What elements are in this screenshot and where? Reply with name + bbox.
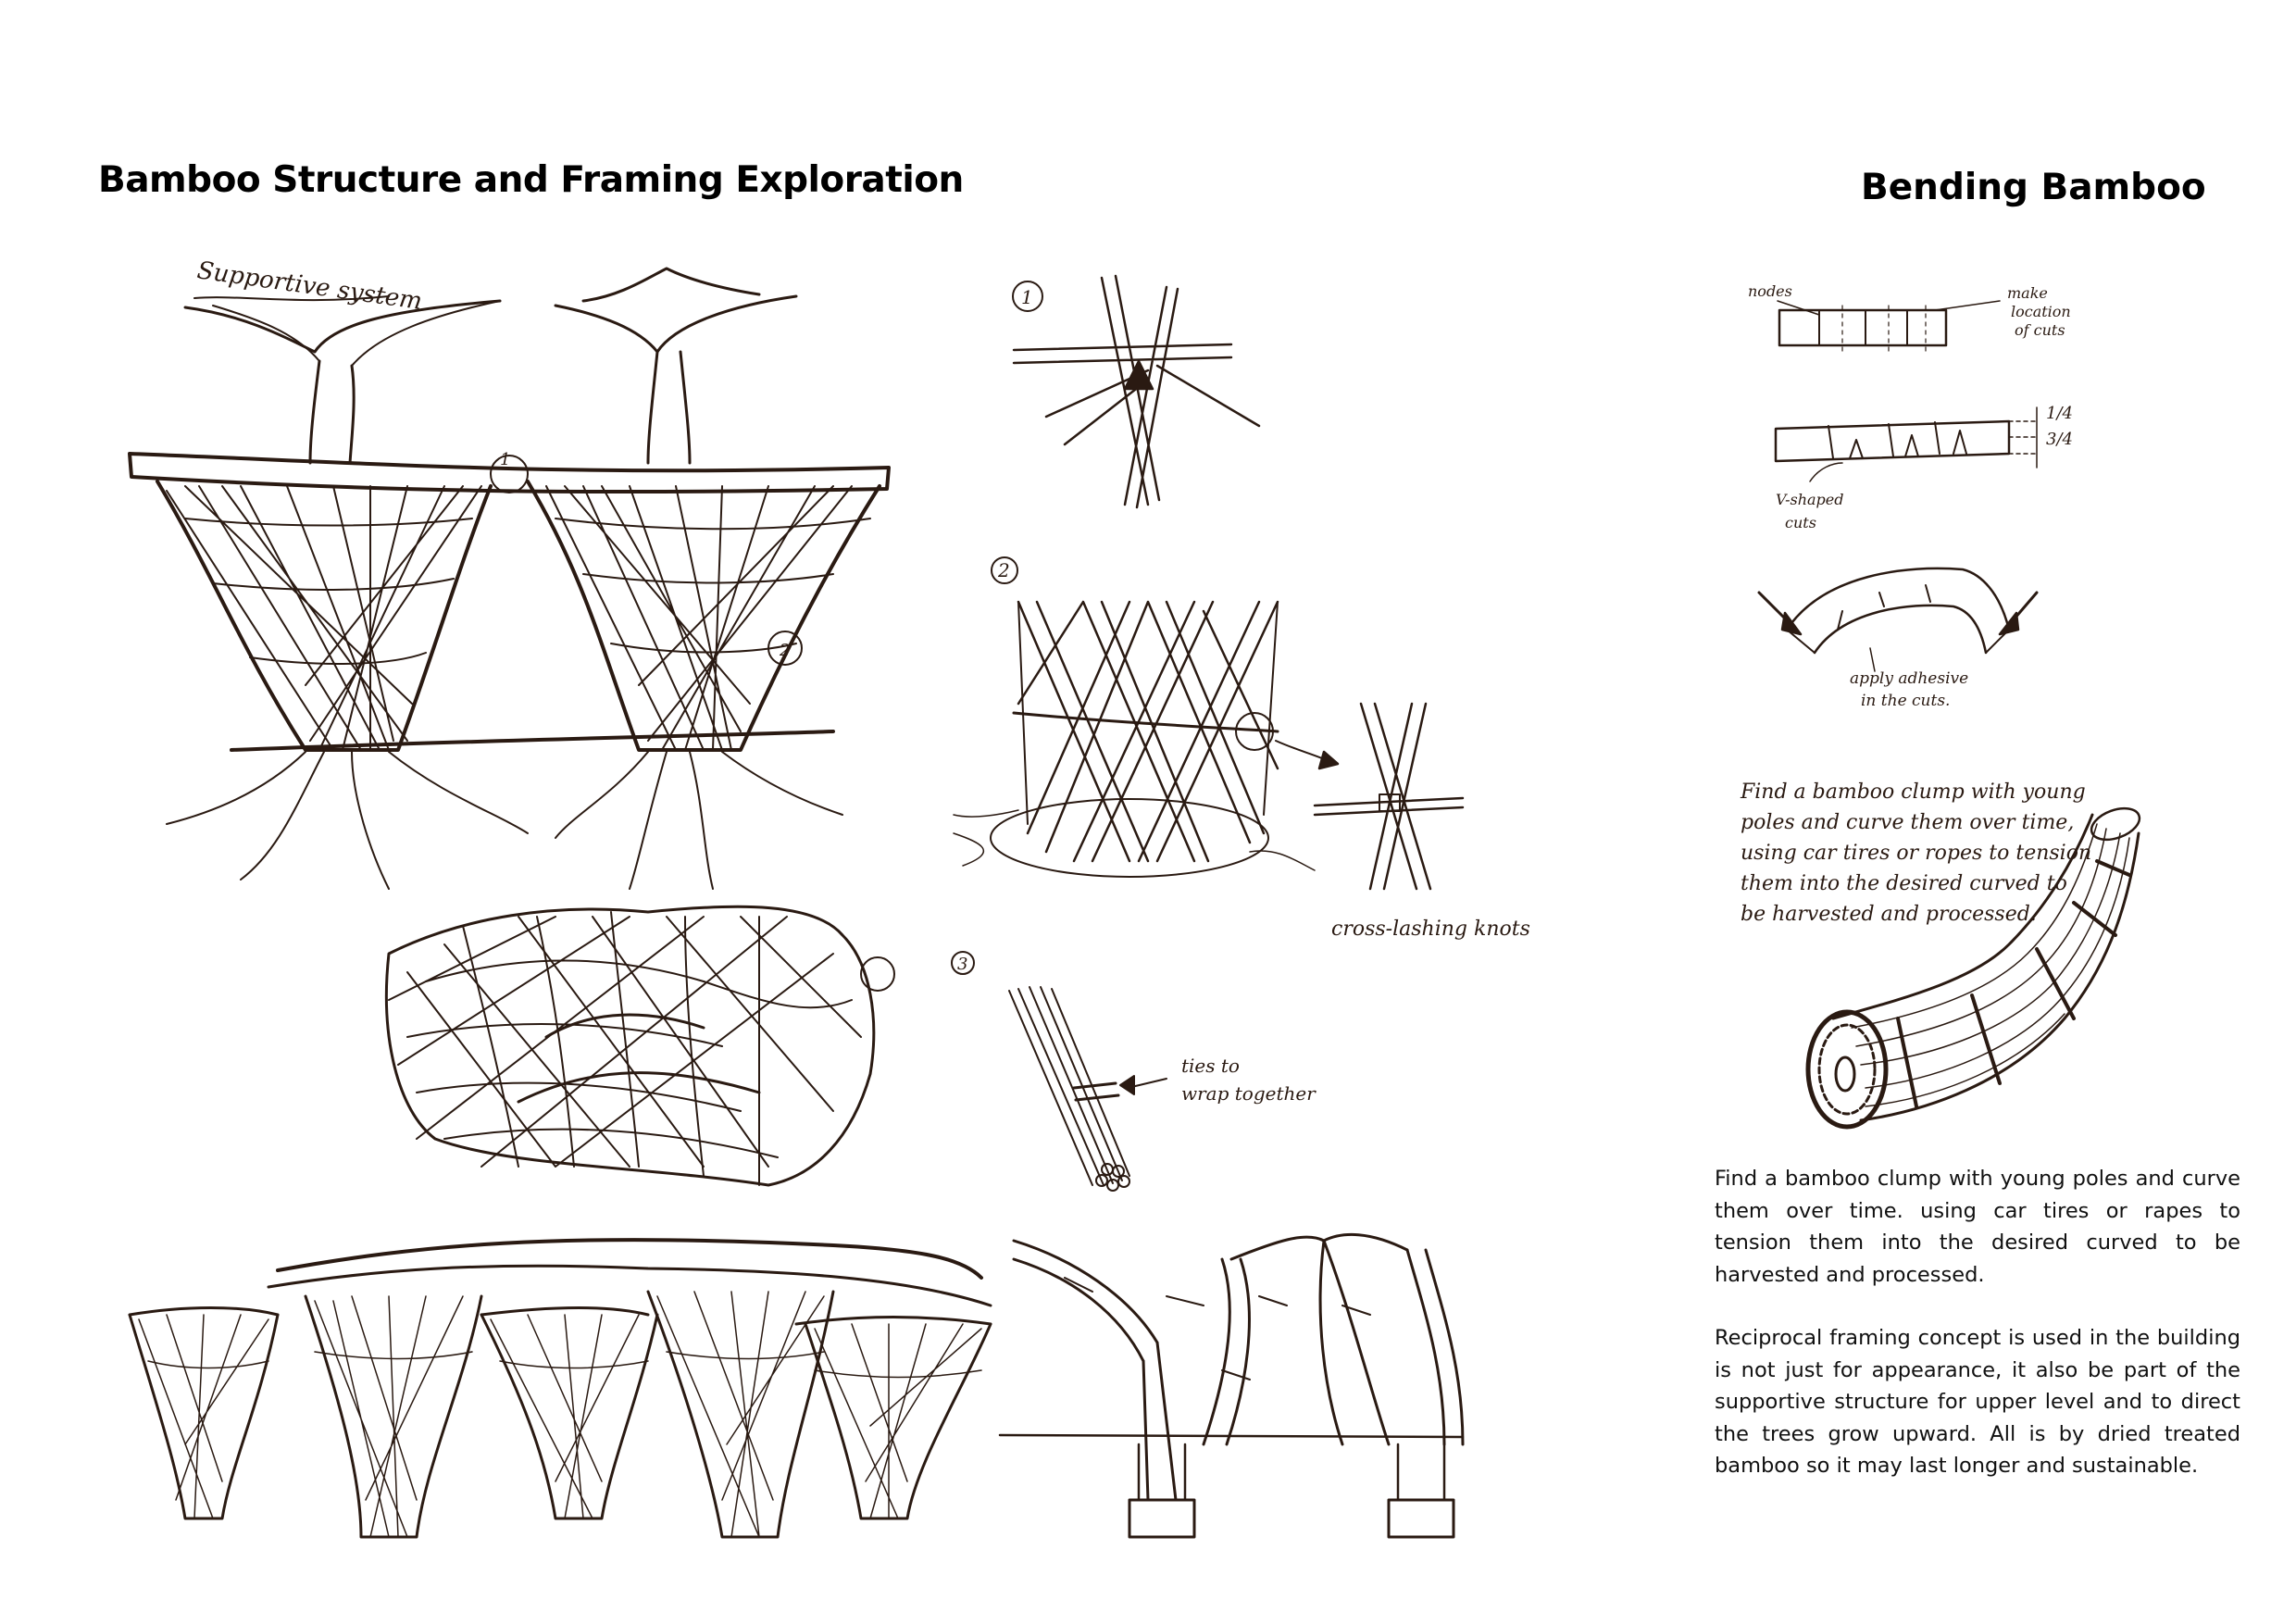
apply-label: apply adhesive bbox=[1850, 669, 1968, 688]
ties-label: ties to bbox=[1181, 1055, 1240, 1077]
hand-note-line: using car tires or ropes to tension bbox=[1741, 842, 2091, 865]
quarter-label: 1/4 bbox=[2046, 404, 2073, 423]
joint-detail-3: 3 ties to wrap together bbox=[952, 952, 1316, 1191]
detail-number-3: 3 bbox=[957, 955, 967, 974]
cross-lashing-label: cross-lashing knots bbox=[1331, 918, 1530, 941]
supportive-system-sketch: Supportive system 1 2 bbox=[130, 256, 889, 889]
detail-1-marker: 1 bbox=[500, 450, 510, 469]
description-paragraph-2: Reciprocal framing concept is used in th… bbox=[1715, 1322, 2240, 1482]
cuts-label: cuts bbox=[1785, 514, 1816, 531]
detail-number-1: 1 bbox=[1021, 286, 1033, 308]
description-text: Find a bamboo clump with young poles and… bbox=[1715, 1163, 2240, 1514]
detail-2-marker: 2 bbox=[779, 641, 790, 660]
hand-note-line: them into the desired curved to bbox=[1741, 872, 2067, 895]
reciprocal-frame-section bbox=[1000, 1234, 1463, 1537]
of-cuts-label: of cuts bbox=[2015, 321, 2065, 339]
supportive-label: Supportive system bbox=[195, 256, 424, 316]
hand-note-line: Find a bamboo clump with young bbox=[1740, 781, 2086, 804]
hand-note-line: poles and curve them over time, bbox=[1741, 811, 2074, 834]
canopy-lattice-sketch bbox=[386, 906, 894, 1185]
bending-cut-diagram: nodes make location of cuts 1/4 3/4 V-sh… bbox=[1748, 282, 2073, 710]
description-paragraph-1: Find a bamboo clump with young poles and… bbox=[1715, 1163, 2240, 1291]
in-cuts-label: in the cuts. bbox=[1861, 692, 1950, 710]
make-label: make bbox=[2007, 284, 2048, 302]
handwritten-note: Find a bamboo clump with young poles and… bbox=[1740, 781, 2091, 926]
column-row-sketch bbox=[130, 1240, 991, 1537]
joint-detail-1: 1 bbox=[1013, 276, 1259, 507]
hand-note-line: be harvested and processed. bbox=[1741, 903, 2037, 926]
nodes-label: nodes bbox=[1748, 282, 1792, 300]
vshaped-label: V-shaped bbox=[1776, 491, 1844, 508]
location-label: location bbox=[2011, 303, 2071, 320]
three-quarter-label: 3/4 bbox=[2046, 430, 2073, 449]
detail-number-2: 2 bbox=[997, 559, 1010, 581]
wrap-label: wrap together bbox=[1181, 1082, 1316, 1105]
joint-detail-2: 2 cross-lashing knots bbox=[954, 557, 1530, 941]
